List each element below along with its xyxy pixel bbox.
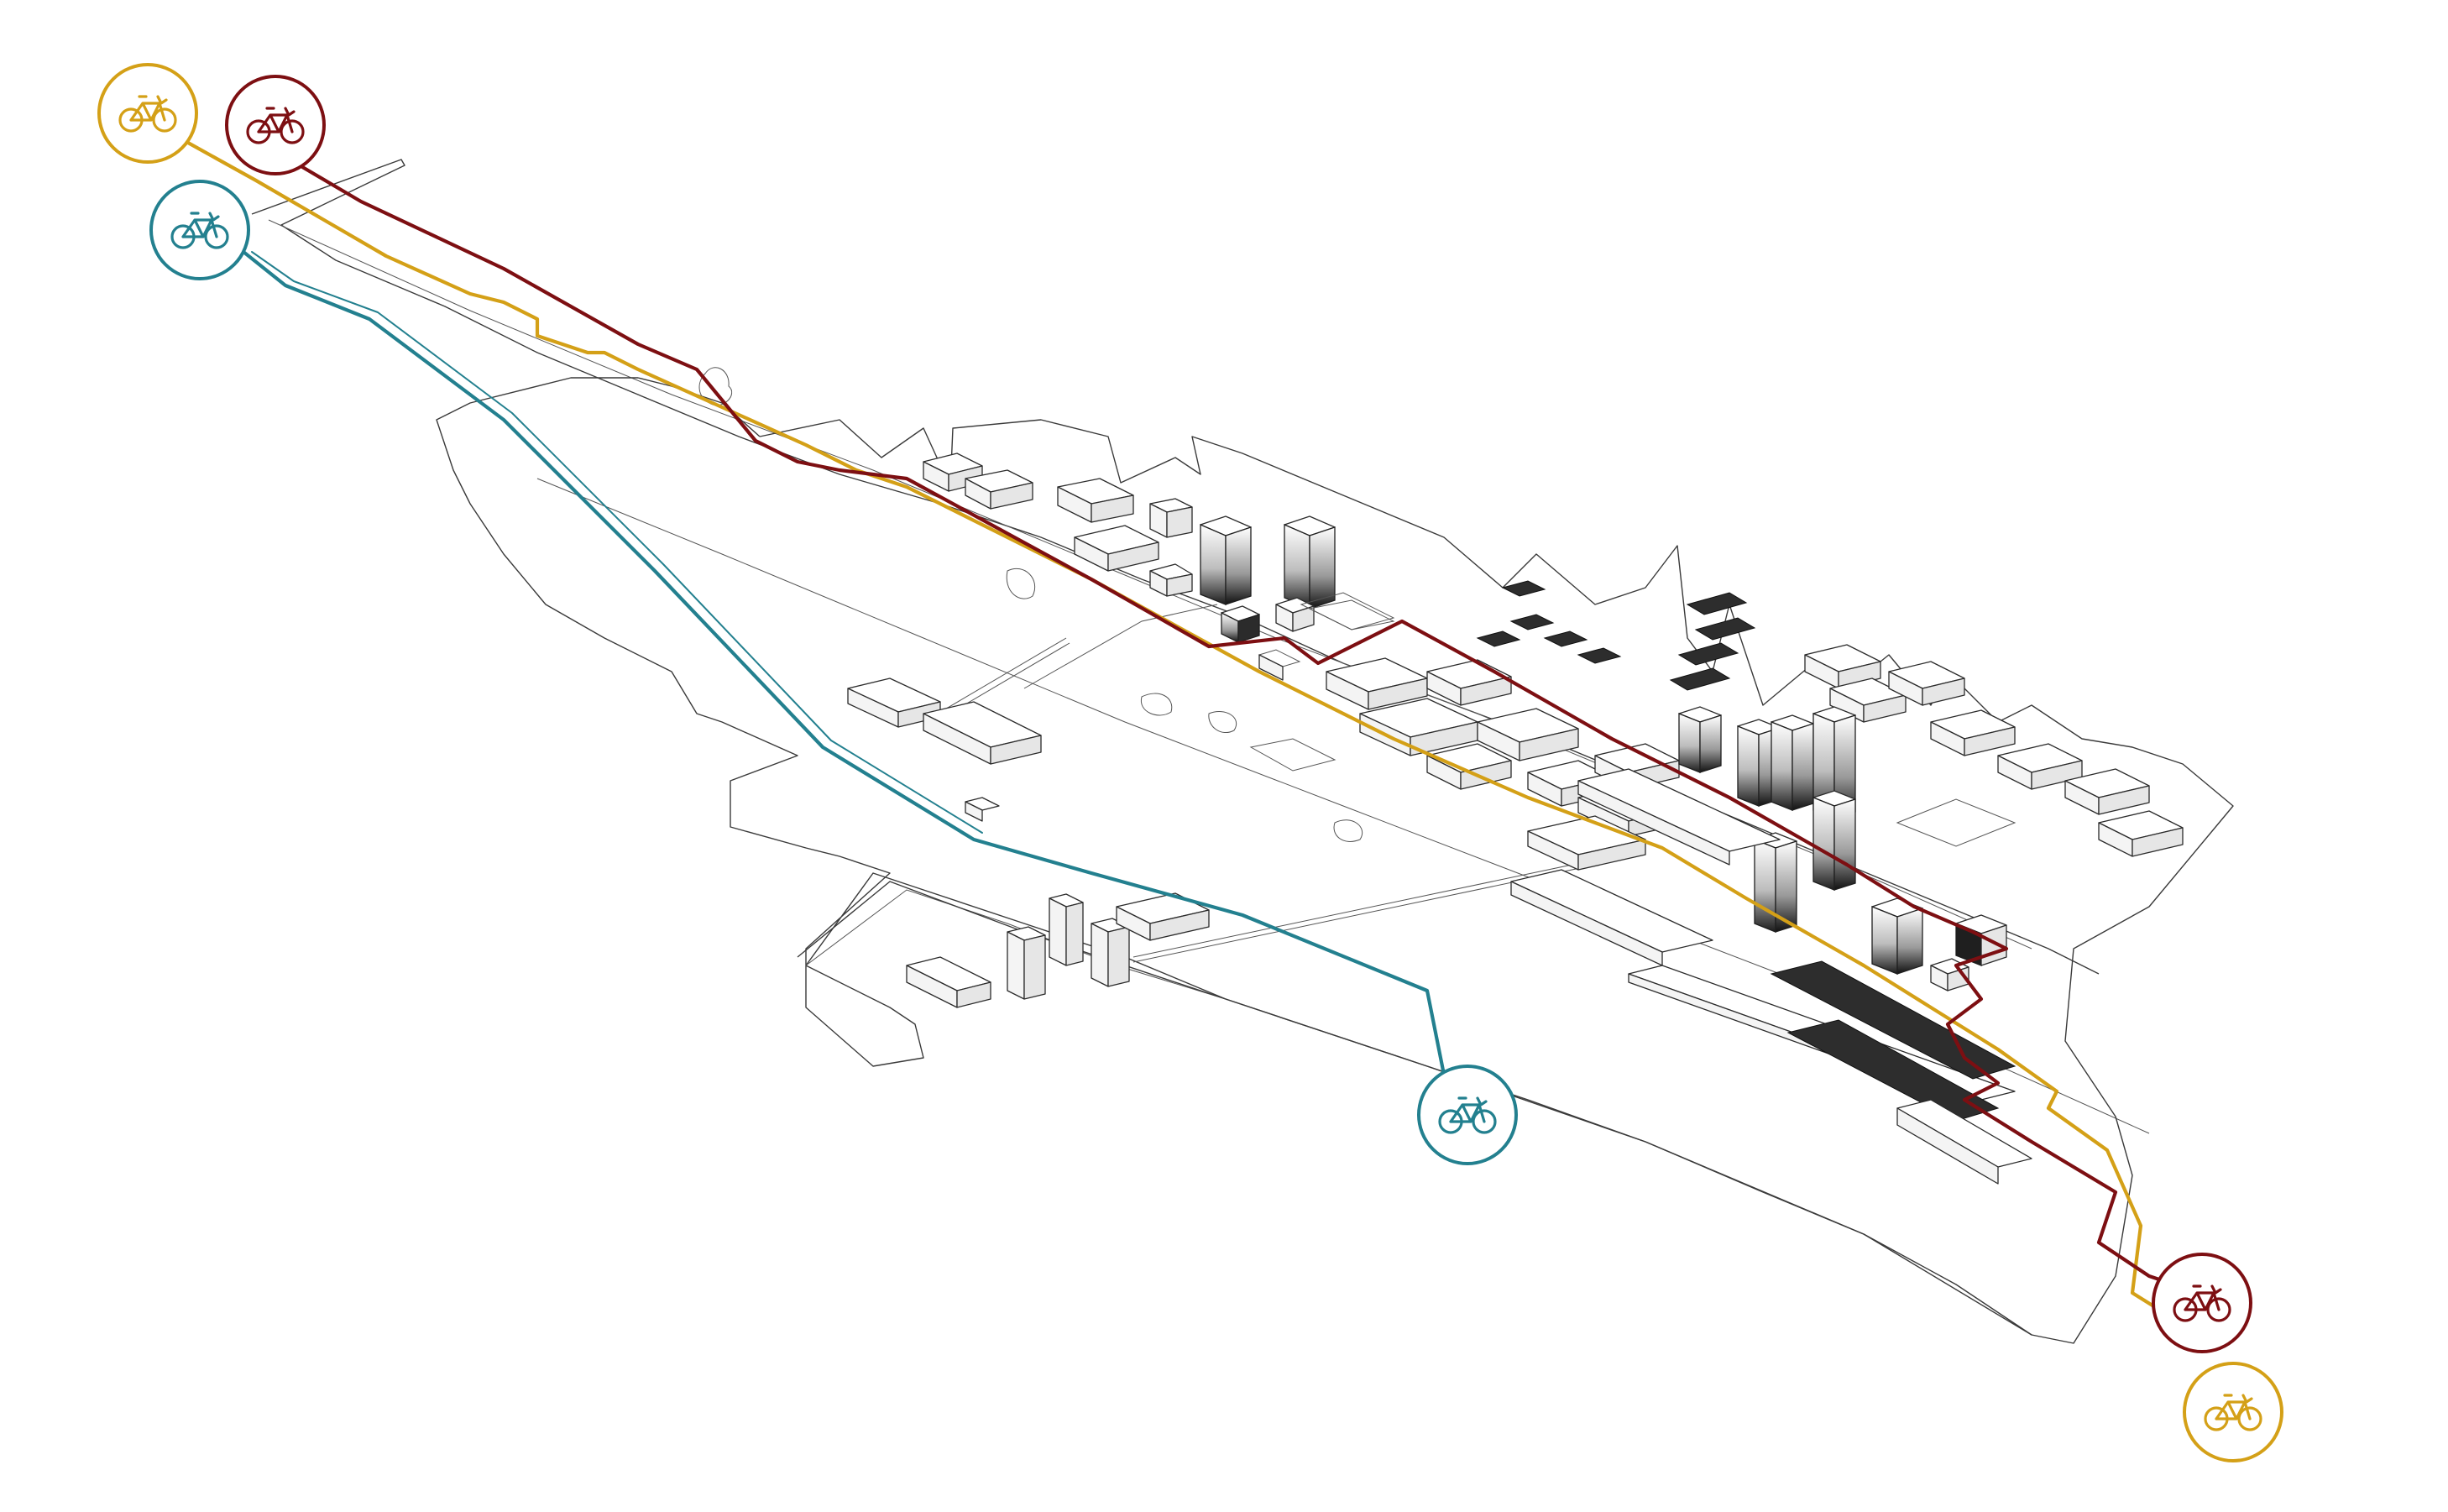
open-square-east xyxy=(1896,798,2016,847)
pond-4 xyxy=(1208,711,1237,733)
bike-routes xyxy=(178,136,2202,1337)
route-teal xyxy=(241,249,1446,1077)
open-square-west xyxy=(1300,592,1395,630)
route-red xyxy=(287,157,2202,1295)
pond-5 xyxy=(1333,819,1363,842)
solar-roof-blocks xyxy=(1476,580,1756,691)
pond-1 xyxy=(698,367,733,405)
marker-teal-end[interactable] xyxy=(1417,1065,1518,1165)
route-markers xyxy=(97,63,2283,1462)
site-context xyxy=(251,159,2234,1344)
building-blocks xyxy=(847,453,2184,1185)
pond-3 xyxy=(1140,693,1173,716)
plaza-square xyxy=(1249,738,1336,772)
tower-group-2 xyxy=(1678,706,2007,991)
inner-boundary-line xyxy=(805,604,1227,1000)
route-teal-inner xyxy=(251,251,983,834)
station-sheds xyxy=(1510,768,2032,1185)
marker-red-end[interactable] xyxy=(2152,1253,2252,1353)
tower-group-1 xyxy=(1200,515,1395,681)
marker-teal-start[interactable] xyxy=(149,180,250,280)
building-cluster-southwest xyxy=(847,678,1210,1008)
route-gold xyxy=(178,136,2202,1337)
marker-gold-end[interactable] xyxy=(2183,1362,2283,1462)
south-parcel-outline xyxy=(797,881,2032,1336)
marker-red-start[interactable] xyxy=(225,75,326,175)
central-district-outline xyxy=(436,377,2234,1344)
building-cluster-north xyxy=(923,453,1193,597)
building-rows-east xyxy=(1300,592,2184,857)
pond-2 xyxy=(1006,568,1036,599)
marker-gold-start[interactable] xyxy=(97,63,198,164)
